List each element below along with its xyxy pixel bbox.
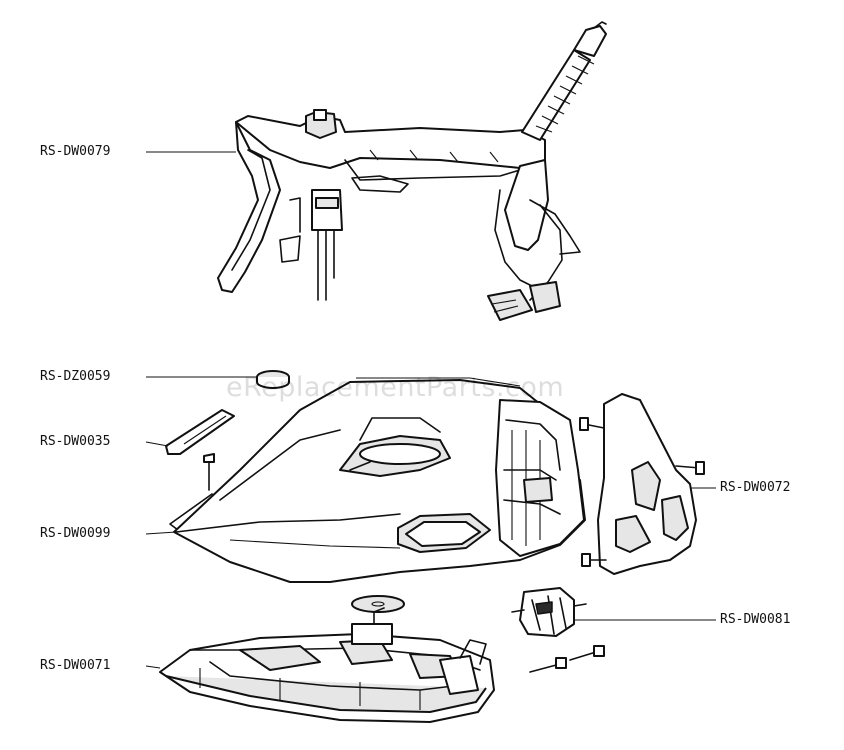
part-label-rs-dw0081[interactable]: RS-DW0081	[720, 612, 791, 627]
round-cap-part	[256, 370, 290, 389]
iron-housing-part	[173, 377, 586, 583]
handle-frame-part	[217, 21, 607, 321]
part-label-rs-dw0079[interactable]: RS-DW0079	[40, 144, 111, 159]
part-label-rs-dw0071[interactable]: RS-DW0071	[40, 658, 111, 673]
button-strip-part	[165, 409, 235, 455]
part-label-rs-dz0059[interactable]: RS-DZ0059	[40, 369, 111, 384]
watermark-text: eReplacementParts.com	[226, 372, 565, 403]
leader-lines	[145, 151, 716, 669]
part-label-rs-dw0035[interactable]: RS-DW0035	[40, 434, 111, 449]
part-label-rs-dw0099[interactable]: RS-DW0099	[40, 526, 111, 541]
rear-cover-part	[579, 393, 705, 575]
soleplate-part	[159, 607, 495, 723]
selector-knob-part	[511, 587, 587, 637]
screws-pair-part	[529, 645, 605, 673]
part-label-rs-dw0072[interactable]: RS-DW0072	[720, 480, 791, 495]
flat-disc-part	[351, 595, 405, 613]
